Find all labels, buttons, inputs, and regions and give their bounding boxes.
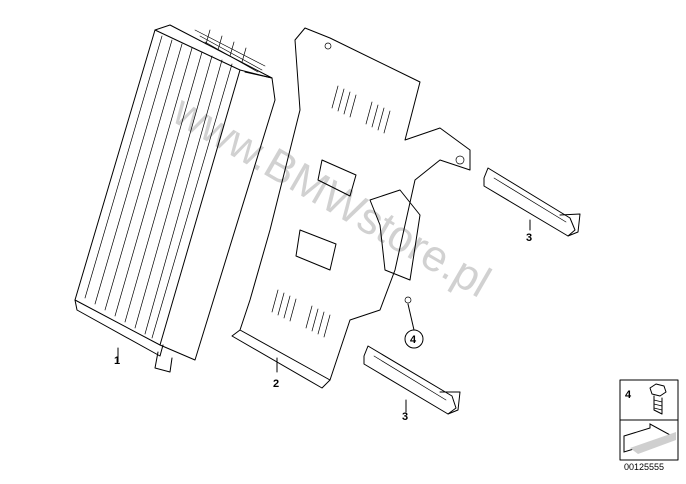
callout-1: 1 (114, 355, 120, 367)
clip-part-3-upper (483, 167, 581, 237)
callout-3-lower: 3 (402, 411, 408, 423)
callout-4: 4 (410, 334, 417, 346)
callout-2: 2 (273, 378, 279, 390)
leader-line-4 (407, 303, 415, 331)
bolt-icon (649, 383, 667, 415)
legend-panel: 4 (619, 379, 679, 461)
callout-3-upper: 3 (526, 232, 532, 244)
bracket-part-2 (231, 27, 471, 389)
arrow-icon (623, 423, 676, 454)
legend-item-number: 4 (625, 389, 632, 401)
diagram-code: 00125555 (624, 462, 664, 472)
clip-part-3-lower (363, 345, 461, 415)
watermark: www.BMWstore.pl (164, 86, 498, 307)
amplifier-part-1 (74, 24, 276, 373)
callout-4-circle (404, 329, 424, 349)
